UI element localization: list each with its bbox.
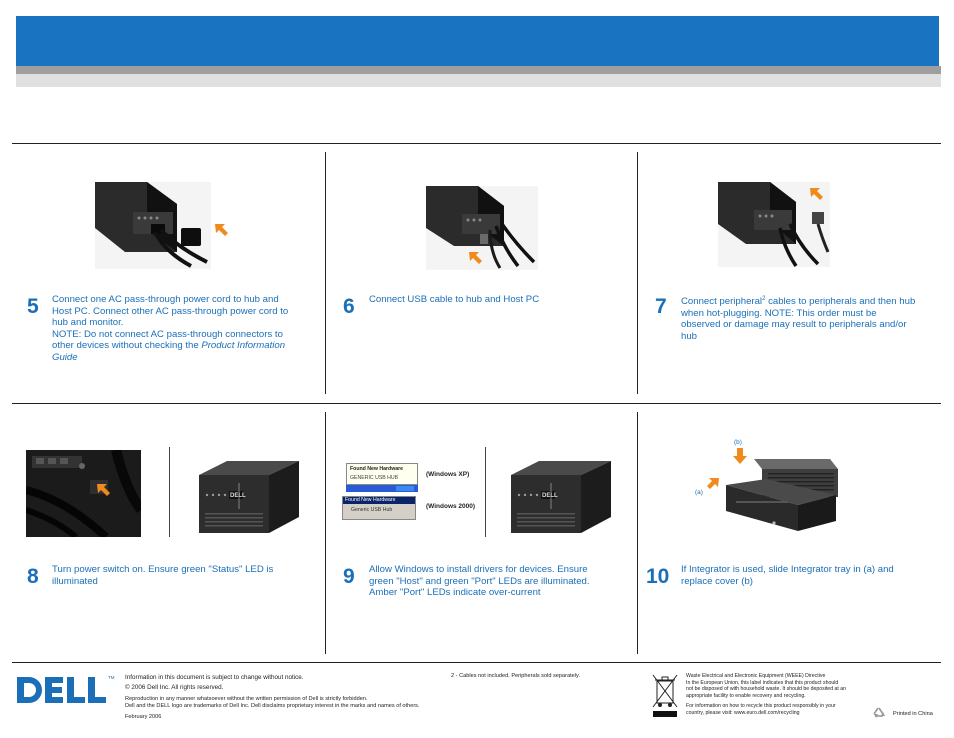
- step-number: 9: [343, 565, 355, 588]
- arrow-icon: [97, 484, 110, 496]
- step-9-text: Allow Windows to install drivers for dev…: [369, 564, 590, 599]
- label-a: (a): [695, 489, 703, 496]
- divider: [637, 152, 638, 394]
- svg-text:DELL: DELL: [542, 493, 558, 499]
- arrow-icon: [469, 252, 482, 264]
- step-6-text: Connect USB cable to hub and Host PC: [369, 294, 540, 305]
- top-rule: [12, 143, 941, 144]
- bottom-rule: [12, 662, 941, 663]
- step-10-text: If Integrator is used, slide Integrator …: [681, 564, 894, 587]
- header-banner: [16, 16, 939, 66]
- recycle-icon: [873, 707, 885, 718]
- step-7-text: Connect peripheral2 cables to peripheral…: [681, 296, 916, 342]
- divider: [325, 152, 326, 394]
- weee-notice: Waste Electrical and Electronic Equipmen…: [686, 673, 847, 716]
- footer-info: Information in this document is subject …: [125, 674, 420, 721]
- xp-balloon: Found New Hardware GENERIC USB HUB: [346, 463, 418, 485]
- step-number: 8: [27, 565, 39, 588]
- divider: [325, 412, 326, 654]
- arrow-down-icon: [733, 448, 747, 464]
- xp-taskbar: [346, 485, 418, 492]
- step-5-text: Connect one AC pass-through power cord t…: [52, 294, 289, 363]
- step-number: 6: [343, 295, 355, 318]
- middle-rule: [12, 403, 941, 404]
- step-number: 5: [27, 295, 39, 318]
- arrow-icon: [215, 224, 228, 236]
- trademark: TM: [108, 675, 115, 680]
- windows-2000-label: (Windows 2000): [426, 503, 476, 510]
- svg-text:DELL: DELL: [230, 493, 246, 499]
- integrator-photo: [726, 455, 840, 533]
- hub-usb-photo: [426, 186, 538, 270]
- divider: [485, 447, 486, 537]
- arrow-icon: [707, 478, 719, 489]
- dell-logo: [15, 673, 107, 707]
- win2000-dialog: Found New Hardware Generic USB Hub: [342, 496, 416, 520]
- hub-front-photo: DELL: [199, 461, 307, 536]
- header-shadow: [16, 66, 941, 74]
- printed-in: Printed in China: [893, 711, 933, 717]
- label-b: (b): [734, 439, 742, 446]
- step-8-text: Turn power switch on. Ensure green "Stat…: [52, 564, 274, 587]
- cables-note: 2 - Cables not included. Peripherals sol…: [451, 673, 580, 679]
- arrow-icon: [810, 188, 823, 200]
- divider: [637, 412, 638, 654]
- header-band: [16, 74, 941, 87]
- step-number: 7: [655, 295, 667, 318]
- hub-front-photo: DELL: [511, 461, 619, 536]
- power-switch-photo: [26, 450, 141, 537]
- divider: [169, 447, 170, 537]
- hub-power-photo: [95, 182, 211, 269]
- weee-bin-icon: [651, 673, 679, 718]
- windows-xp-label: (Windows XP): [426, 471, 470, 478]
- step-number: 10: [646, 565, 670, 588]
